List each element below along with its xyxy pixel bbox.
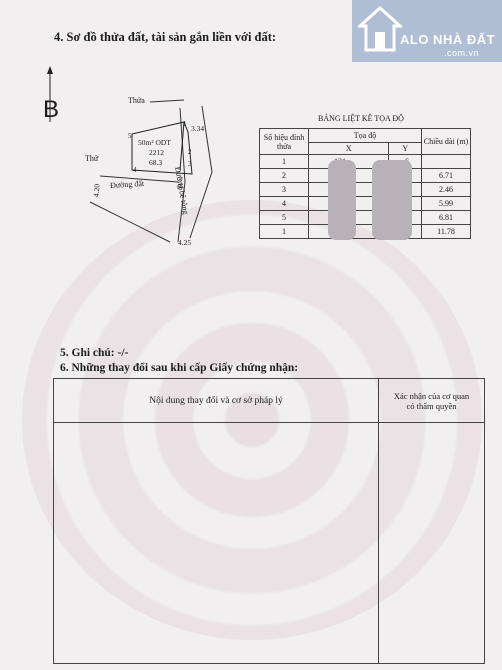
point-2: 2 bbox=[188, 148, 192, 156]
label-area: 50m² ODT bbox=[138, 138, 171, 147]
redaction-y bbox=[372, 160, 412, 240]
house-icon bbox=[358, 6, 402, 52]
dimension-left: 4.20 bbox=[91, 183, 102, 198]
changes-confirm-cell bbox=[378, 422, 485, 664]
parcel-outline bbox=[131, 121, 193, 175]
section-4-title: 4. Sơ đồ thửa đất, tài sản gắn liền với … bbox=[54, 30, 277, 44]
section-6-title: 6. Những thay đổi sau khi cấp Giấy chứng… bbox=[60, 362, 299, 374]
dimension-top: 3.34 bbox=[191, 124, 205, 133]
label-parcel-no: 2212 bbox=[149, 148, 164, 157]
section-5-title: 5. Ghi chú: -/- bbox=[60, 347, 129, 359]
road-edge-right bbox=[201, 105, 213, 173]
table-row: 3 12 2.46 bbox=[259, 182, 471, 197]
header-point: Số hiệu đỉnh thửa bbox=[259, 128, 309, 155]
cell-point: 5 bbox=[259, 210, 309, 225]
dimension-bottom: 4.25 bbox=[178, 238, 192, 247]
changes-content-cell bbox=[53, 422, 379, 664]
cell-point: 1 bbox=[259, 224, 309, 239]
header-y: Y bbox=[388, 142, 422, 155]
logo-brand-text: ALO NHÀ ĐẤT bbox=[400, 32, 496, 47]
label-thua-top: Thửa bbox=[128, 96, 145, 105]
cell-length: 6.81 bbox=[421, 210, 471, 225]
changes-header-confirm: Xác nhận của cơ quan có thẩm quyền bbox=[378, 378, 485, 423]
label-thua-left: Thử bbox=[85, 154, 99, 163]
road-edge-lower bbox=[189, 171, 213, 239]
point-5: 5 bbox=[128, 132, 132, 140]
cell-length: 2.46 bbox=[421, 182, 471, 197]
point-1: 1 bbox=[183, 120, 187, 128]
table-row: 4 121 5.99 bbox=[259, 196, 471, 211]
parcel-inner bbox=[179, 121, 185, 171]
header-coord: Tọa độ bbox=[308, 128, 422, 143]
thua-divider bbox=[149, 99, 185, 103]
cell-length bbox=[421, 154, 471, 169]
earth-road-top bbox=[99, 175, 179, 183]
changes-table: Nội dung thay đổi và cơ sở pháp lý Xác n… bbox=[53, 378, 485, 664]
header-length: Chiều dài (m) bbox=[421, 128, 471, 155]
logo-watermark: ALO NHÀ ĐẤT .com.vn bbox=[352, 0, 502, 62]
north-label: B bbox=[43, 96, 60, 123]
cell-length: 6.71 bbox=[421, 168, 471, 183]
cell-point: 4 bbox=[259, 196, 309, 211]
coord-table-title: BẢNG LIỆT KÊ TỌA ĐỘ bbox=[318, 114, 404, 123]
cell-point: 1 bbox=[259, 154, 309, 169]
cell-length: 5.99 bbox=[421, 196, 471, 211]
table-row: 5 1212 6 6.81 bbox=[259, 210, 471, 225]
point-4: 4 bbox=[133, 166, 137, 174]
coord-table: Số hiệu đỉnh thửa Tọa độ Chiều dài (m) X… bbox=[259, 128, 471, 239]
cell-length: 11.78 bbox=[421, 224, 471, 239]
cell-point: 2 bbox=[259, 168, 309, 183]
label-sheet-no: 68.3 bbox=[149, 158, 163, 167]
table-row: 1 11.78 bbox=[259, 224, 471, 239]
table-row: 2 12 6.71 bbox=[259, 168, 471, 183]
point-3: 3 bbox=[188, 160, 192, 168]
road-edge-lower-2 bbox=[177, 181, 186, 243]
table-row: 1 121 6 bbox=[259, 154, 471, 169]
header-x: X bbox=[307, 142, 390, 155]
redaction-x bbox=[328, 160, 356, 240]
logo-domain-text: .com.vn bbox=[444, 48, 480, 58]
parcel-map bbox=[47, 66, 213, 243]
changes-header-content: Nội dung thay đổi và cơ sở pháp lý bbox=[53, 378, 379, 423]
cell-point: 3 bbox=[259, 182, 309, 197]
earth-road-bottom bbox=[89, 201, 171, 243]
